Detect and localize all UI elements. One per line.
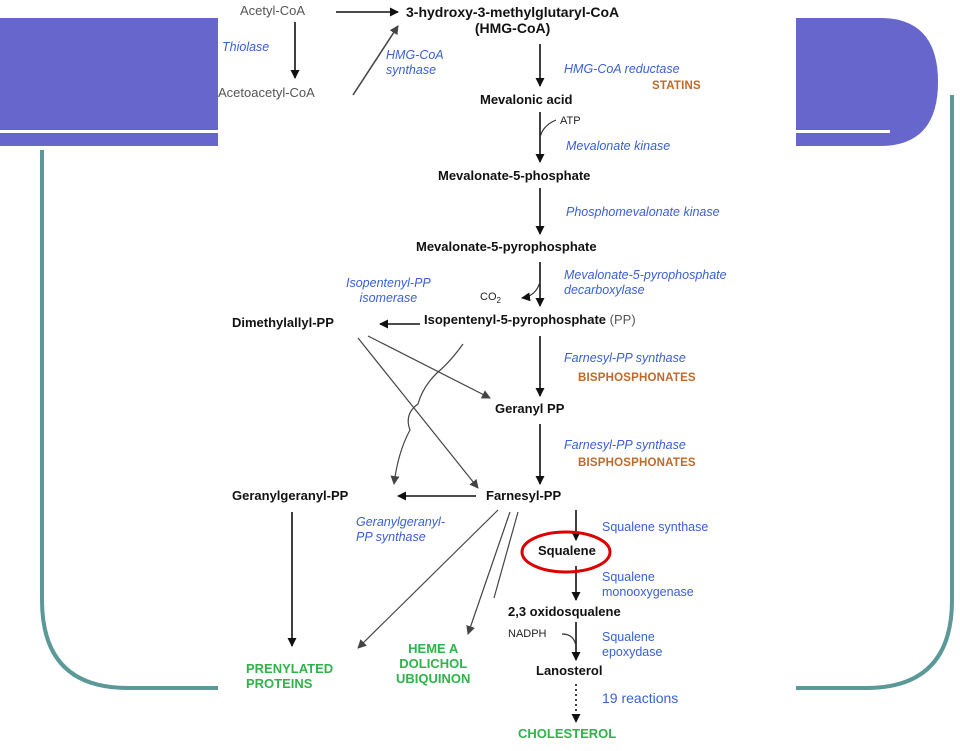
cofactor-atp: ATP: [560, 115, 581, 127]
inhibitor-bisphosphonates-b: BISPHOSPHONATES: [578, 457, 696, 469]
decarboxylase-line2: decarboxylase: [564, 283, 645, 297]
node-cholesterol: CHOLESTEROL: [518, 726, 617, 741]
ggpp-synthase-line1: Geranylgeranyl-: [356, 515, 445, 529]
enzyme-hmg-coa-synthase: HMG-CoA synthase: [386, 48, 444, 78]
enzyme-hmg-coa-reductase: HMG-CoA reductase: [564, 62, 680, 76]
enzyme-thiolase: Thiolase: [222, 40, 270, 54]
enzyme-ggpp-synthase: Geranylgeranyl- PP synthase: [356, 515, 445, 545]
header-band-right: [780, 18, 938, 146]
node-acetoacetyl-coa: Acetoacetyl-CoA: [218, 85, 315, 100]
enzyme-mevalonate-kinase: Mevalonate kinase: [566, 139, 671, 153]
nadph-curve: [561, 633, 577, 647]
cofactor-nadph: NADPH: [508, 628, 547, 640]
product-heme-dolichol-ubiquinon: HEME A DOLICHOL UBIQUINON: [396, 641, 471, 687]
arrow-acetoacetyl-to-hmg: [352, 25, 399, 96]
inhibitor-statins: STATINS: [652, 80, 701, 92]
enzyme-ipp-isomerase: Isopentenyl-PP isomerase: [346, 276, 431, 306]
isopentenyl-pp-suffix: (PP): [609, 312, 636, 327]
prenylated-line1: PRENYLATED: [246, 661, 334, 676]
enzyme-farnesyl-pp-synthase-b: Farnesyl-PP synthase: [564, 438, 686, 452]
arrow-ipp-to-ggpp: [390, 343, 464, 485]
co2-curve: [521, 281, 541, 302]
pathway-arrows: [287, 7, 612, 723]
hmg-coa-line1: 3-hydroxy-3-methylglutaryl-CoA: [406, 4, 620, 20]
node-mevalonate-5-pyrophosphate: Mevalonate-5-pyrophosphate: [416, 239, 597, 254]
enzyme-farnesyl-pp-synthase-a: Farnesyl-PP synthase: [564, 351, 686, 365]
prenylated-line2: PROTEINS: [246, 675, 313, 691]
isopentenyl-pp-name: Isopentenyl-5-pyrophosphate: [424, 312, 607, 327]
node-geranylgeranyl-pp: Geranylgeranyl-PP: [232, 488, 349, 503]
hmg-synthase-line1: HMG-CoA: [386, 48, 444, 62]
arrow-farnesyl-to-prenylated: [357, 509, 499, 649]
cholesterol-pathway-diagram: Acetyl-CoA Acetoacetyl-CoA 3-hydroxy-3-m…: [218, 0, 796, 751]
arrow-dmapp-to-farnesyl: [357, 337, 479, 489]
node-mevalonate-5-phosphate: Mevalonate-5-phosphate: [438, 168, 591, 183]
node-dimethylallyl-pp: Dimethylallyl-PP: [232, 315, 334, 330]
node-acetyl-coa: Acetyl-CoA: [240, 3, 306, 18]
node-mevalonic-acid: Mevalonic acid: [480, 92, 573, 107]
arrow-farnesyl-to-heme: [466, 511, 511, 635]
ipp-isomerase-line1: Isopentenyl-PP: [346, 276, 431, 290]
heme-line1: HEME A: [408, 641, 459, 656]
enzyme-squalene-synthase: Squalene synthase: [602, 520, 709, 534]
enzyme-decarboxylase: Mevalonate-5-pyrophosphate decarboxylase: [564, 268, 727, 298]
enzyme-phosphomevalonate-kinase: Phosphomevalonate kinase: [566, 205, 720, 219]
inhibitor-bisphosphonates-a: BISPHOSPHONATES: [578, 372, 696, 384]
node-oxidosqualene: 2,3 oxidosqualene: [508, 604, 621, 619]
decarboxylase-line1: Mevalonate-5-pyrophosphate: [564, 268, 727, 282]
hmg-coa-line2: (HMG-CoA): [474, 20, 551, 37]
node-farnesyl-pp: Farnesyl-PP: [486, 488, 562, 503]
node-isopentenyl-pp: Isopentenyl-5-pyrophosphate (PP): [424, 312, 636, 328]
monooxygenase-line2: monooxygenase: [602, 585, 694, 599]
ipp-isomerase-line2: isomerase: [359, 291, 418, 305]
ggpp-synthase-line2: PP synthase: [356, 530, 426, 544]
co2-main: CO: [480, 291, 497, 303]
arrow-dmapp-to-geranyl: [367, 335, 491, 399]
heme-line3: UBIQUINON: [396, 670, 471, 686]
enzyme-squalene-epoxydase: Squalene epoxydase: [602, 630, 662, 660]
enzyme-squalene-monooxygenase: Squalene monooxygenase: [602, 570, 694, 600]
atp-curve: [539, 119, 557, 139]
node-geranyl-pp: Geranyl PP: [495, 401, 565, 416]
heme-line2: DOLICHOL: [399, 655, 468, 671]
epoxydase-line1: Squalene: [602, 630, 655, 644]
enzyme-19-reactions: 19 reactions: [602, 690, 679, 706]
product-prenylated-proteins: PRENYLATED PROTEINS: [246, 661, 334, 692]
co2-subscript: 2: [496, 296, 501, 306]
node-lanosterol: Lanosterol: [536, 663, 603, 678]
arrow-farnesyl-to-oxido-branch: [493, 511, 519, 599]
cofactor-co2: CO2: [480, 291, 501, 305]
node-squalene: Squalene: [538, 543, 596, 558]
monooxygenase-line1: Squalene: [602, 570, 655, 584]
hmg-synthase-line2: synthase: [386, 63, 437, 77]
node-hmg-coa: 3-hydroxy-3-methylglutaryl-CoA (HMG-CoA): [406, 4, 619, 36]
epoxydase-line2: epoxydase: [602, 645, 663, 659]
squalene-highlight-ring: [520, 530, 612, 574]
header-band-left: [0, 18, 230, 146]
